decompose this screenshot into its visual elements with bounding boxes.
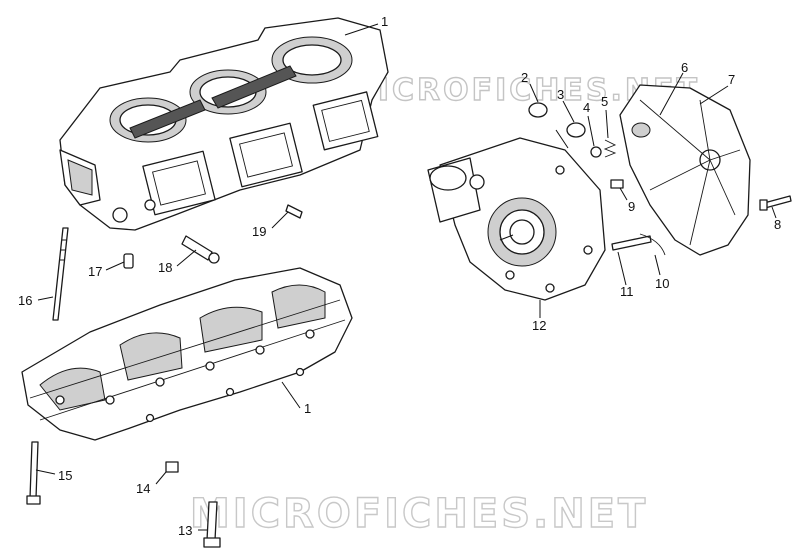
cover-7 — [619, 84, 751, 256]
gasket-10 — [639, 233, 666, 256]
callout-13: 13 — [178, 523, 192, 538]
callout-9: 9 — [628, 199, 635, 214]
seal-2 — [528, 102, 548, 118]
fitting-18 — [181, 235, 220, 264]
callout-1-top: 1 — [381, 14, 388, 29]
bolt-8 — [759, 195, 792, 211]
callout-6: 6 — [681, 60, 688, 75]
callout-1-bottom: 1 — [304, 401, 311, 416]
callout-2: 2 — [521, 70, 528, 85]
bolt-11 — [611, 235, 652, 251]
callout-7: 7 — [728, 72, 735, 87]
callout-8: 8 — [774, 217, 781, 232]
spring-5 — [603, 139, 617, 158]
callout-12: 12 — [532, 318, 546, 333]
magneto-housing-12 — [427, 137, 606, 301]
callout-15: 15 — [58, 468, 72, 483]
callout-19: 19 — [252, 224, 266, 239]
fitting-19 — [285, 204, 303, 219]
callout-16: 16 — [18, 293, 32, 308]
bolt-13 — [203, 501, 221, 548]
lower-crankcase — [21, 267, 353, 441]
callout-17: 17 — [88, 264, 102, 279]
callout-10: 10 — [655, 276, 669, 291]
dowel-17 — [123, 253, 134, 269]
plug-14 — [165, 461, 179, 473]
callout-18: 18 — [158, 260, 172, 275]
upper-crankcase — [59, 17, 389, 231]
cap-3 — [566, 122, 586, 138]
bolt-15 — [26, 441, 41, 505]
callout-labels: 1 1 2 3 4 5 6 7 8 9 10 11 12 13 14 15 16… — [18, 14, 781, 538]
callout-14: 14 — [136, 481, 150, 496]
callout-5: 5 — [601, 94, 608, 109]
callout-4: 4 — [583, 100, 590, 115]
watermark-bottom: MICROFICHES.NET — [190, 491, 648, 537]
stud-16 — [52, 227, 69, 321]
callout-3: 3 — [557, 87, 564, 102]
leader-lines — [35, 23, 777, 531]
pin-9 — [610, 179, 624, 189]
washer-4 — [590, 146, 602, 158]
callout-11: 11 — [620, 284, 634, 299]
